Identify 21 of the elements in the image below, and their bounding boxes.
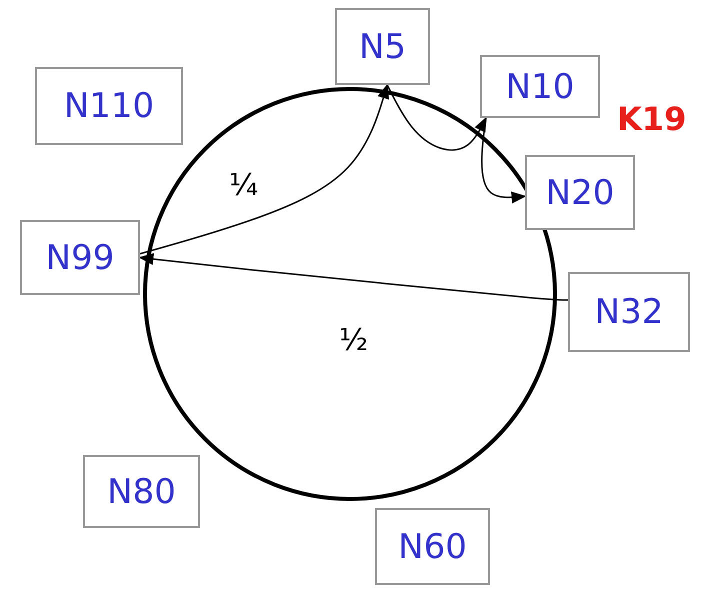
node-box [20,220,140,295]
node-label: N60 [398,526,467,566]
node-box [83,455,200,528]
node-label: N110 [64,86,154,126]
node-box [568,272,690,352]
node-box [335,8,430,85]
arrow [140,84,390,254]
node-label: N5 [358,26,406,66]
node-label: N10 [506,66,574,106]
node-label: N99 [46,238,114,278]
node-label: N80 [107,472,176,512]
arrow [138,253,568,301]
node-box [375,508,490,585]
node-box [35,67,183,145]
key-label: K19 [617,100,686,138]
arrow [386,84,487,151]
node-label: N32 [594,292,664,332]
arrow [481,118,526,204]
node-box [480,55,600,118]
node-box [525,155,635,230]
node-label: N20 [546,172,614,212]
